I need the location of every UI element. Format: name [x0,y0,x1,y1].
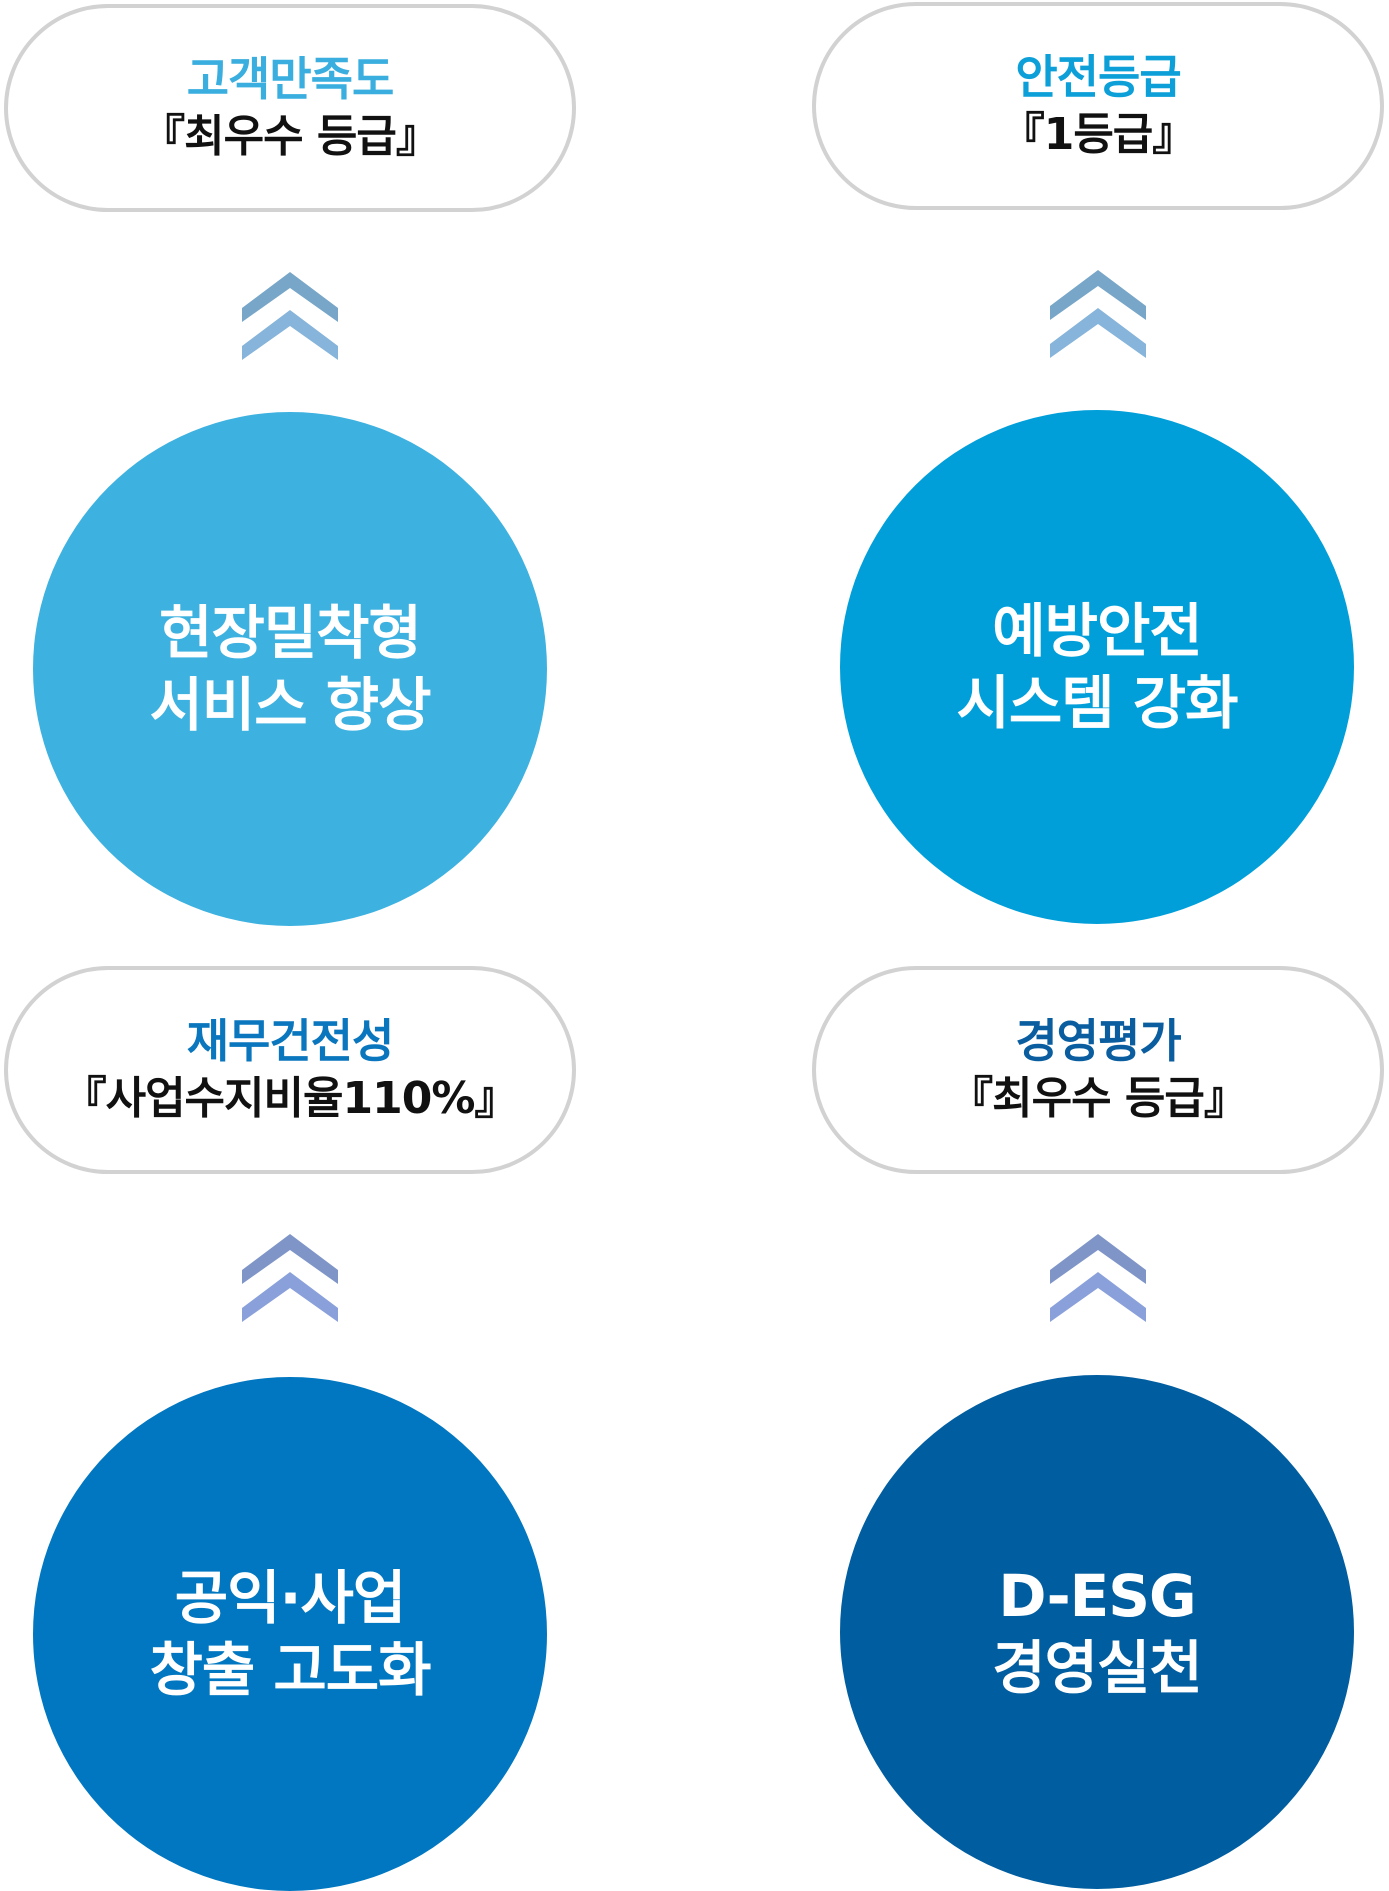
achievement-pill: 재무건전성 『사업수지비율110%』 [4,966,576,1174]
circle-line-1: 예방안전 [992,597,1202,665]
double-chevron-up-icon [1050,270,1146,358]
circle-line-2: 창출 고도화 [149,1636,432,1704]
pill-title: 재무건전성 [186,1014,395,1068]
double-chevron-up-icon [242,1234,338,1322]
strategy-circle: D-ESG 경영실천 [840,1375,1354,1889]
circle-line-2: 시스템 강화 [956,669,1239,737]
double-chevron-up-icon [242,272,338,360]
pill-title: 고객만족도 [186,52,395,106]
strategy-circle: 현장밀착형 서비스 향상 [33,412,547,926]
double-chevron-up-icon [1050,1234,1146,1322]
achievement-pill: 안전등급 『1등급』 [812,2,1384,210]
pill-value: 『최우수 등급』 [141,111,440,162]
pill-value: 『사업수지비율110%』 [62,1073,519,1124]
strategy-circle: 예방안전 시스템 강화 [840,410,1354,924]
strategy-circle: 공익·사업 창출 고도화 [33,1377,547,1891]
circle-line-1: 현장밀착형 [159,599,422,667]
circle-line-1: D-ESG [998,1562,1196,1630]
pill-title: 안전등급 [1015,50,1181,104]
achievement-pill: 경영평가 『최우수 등급』 [812,966,1384,1174]
pill-value: 『1등급』 [1000,109,1197,160]
circle-line-2: 서비스 향상 [149,671,432,739]
circle-line-1: 공익·사업 [174,1564,406,1632]
pill-value: 『최우수 등급』 [949,1073,1248,1124]
achievement-pill: 고객만족도 『최우수 등급』 [4,4,576,212]
circle-line-2: 경영실천 [992,1634,1202,1702]
pill-title: 경영평가 [1015,1014,1181,1068]
